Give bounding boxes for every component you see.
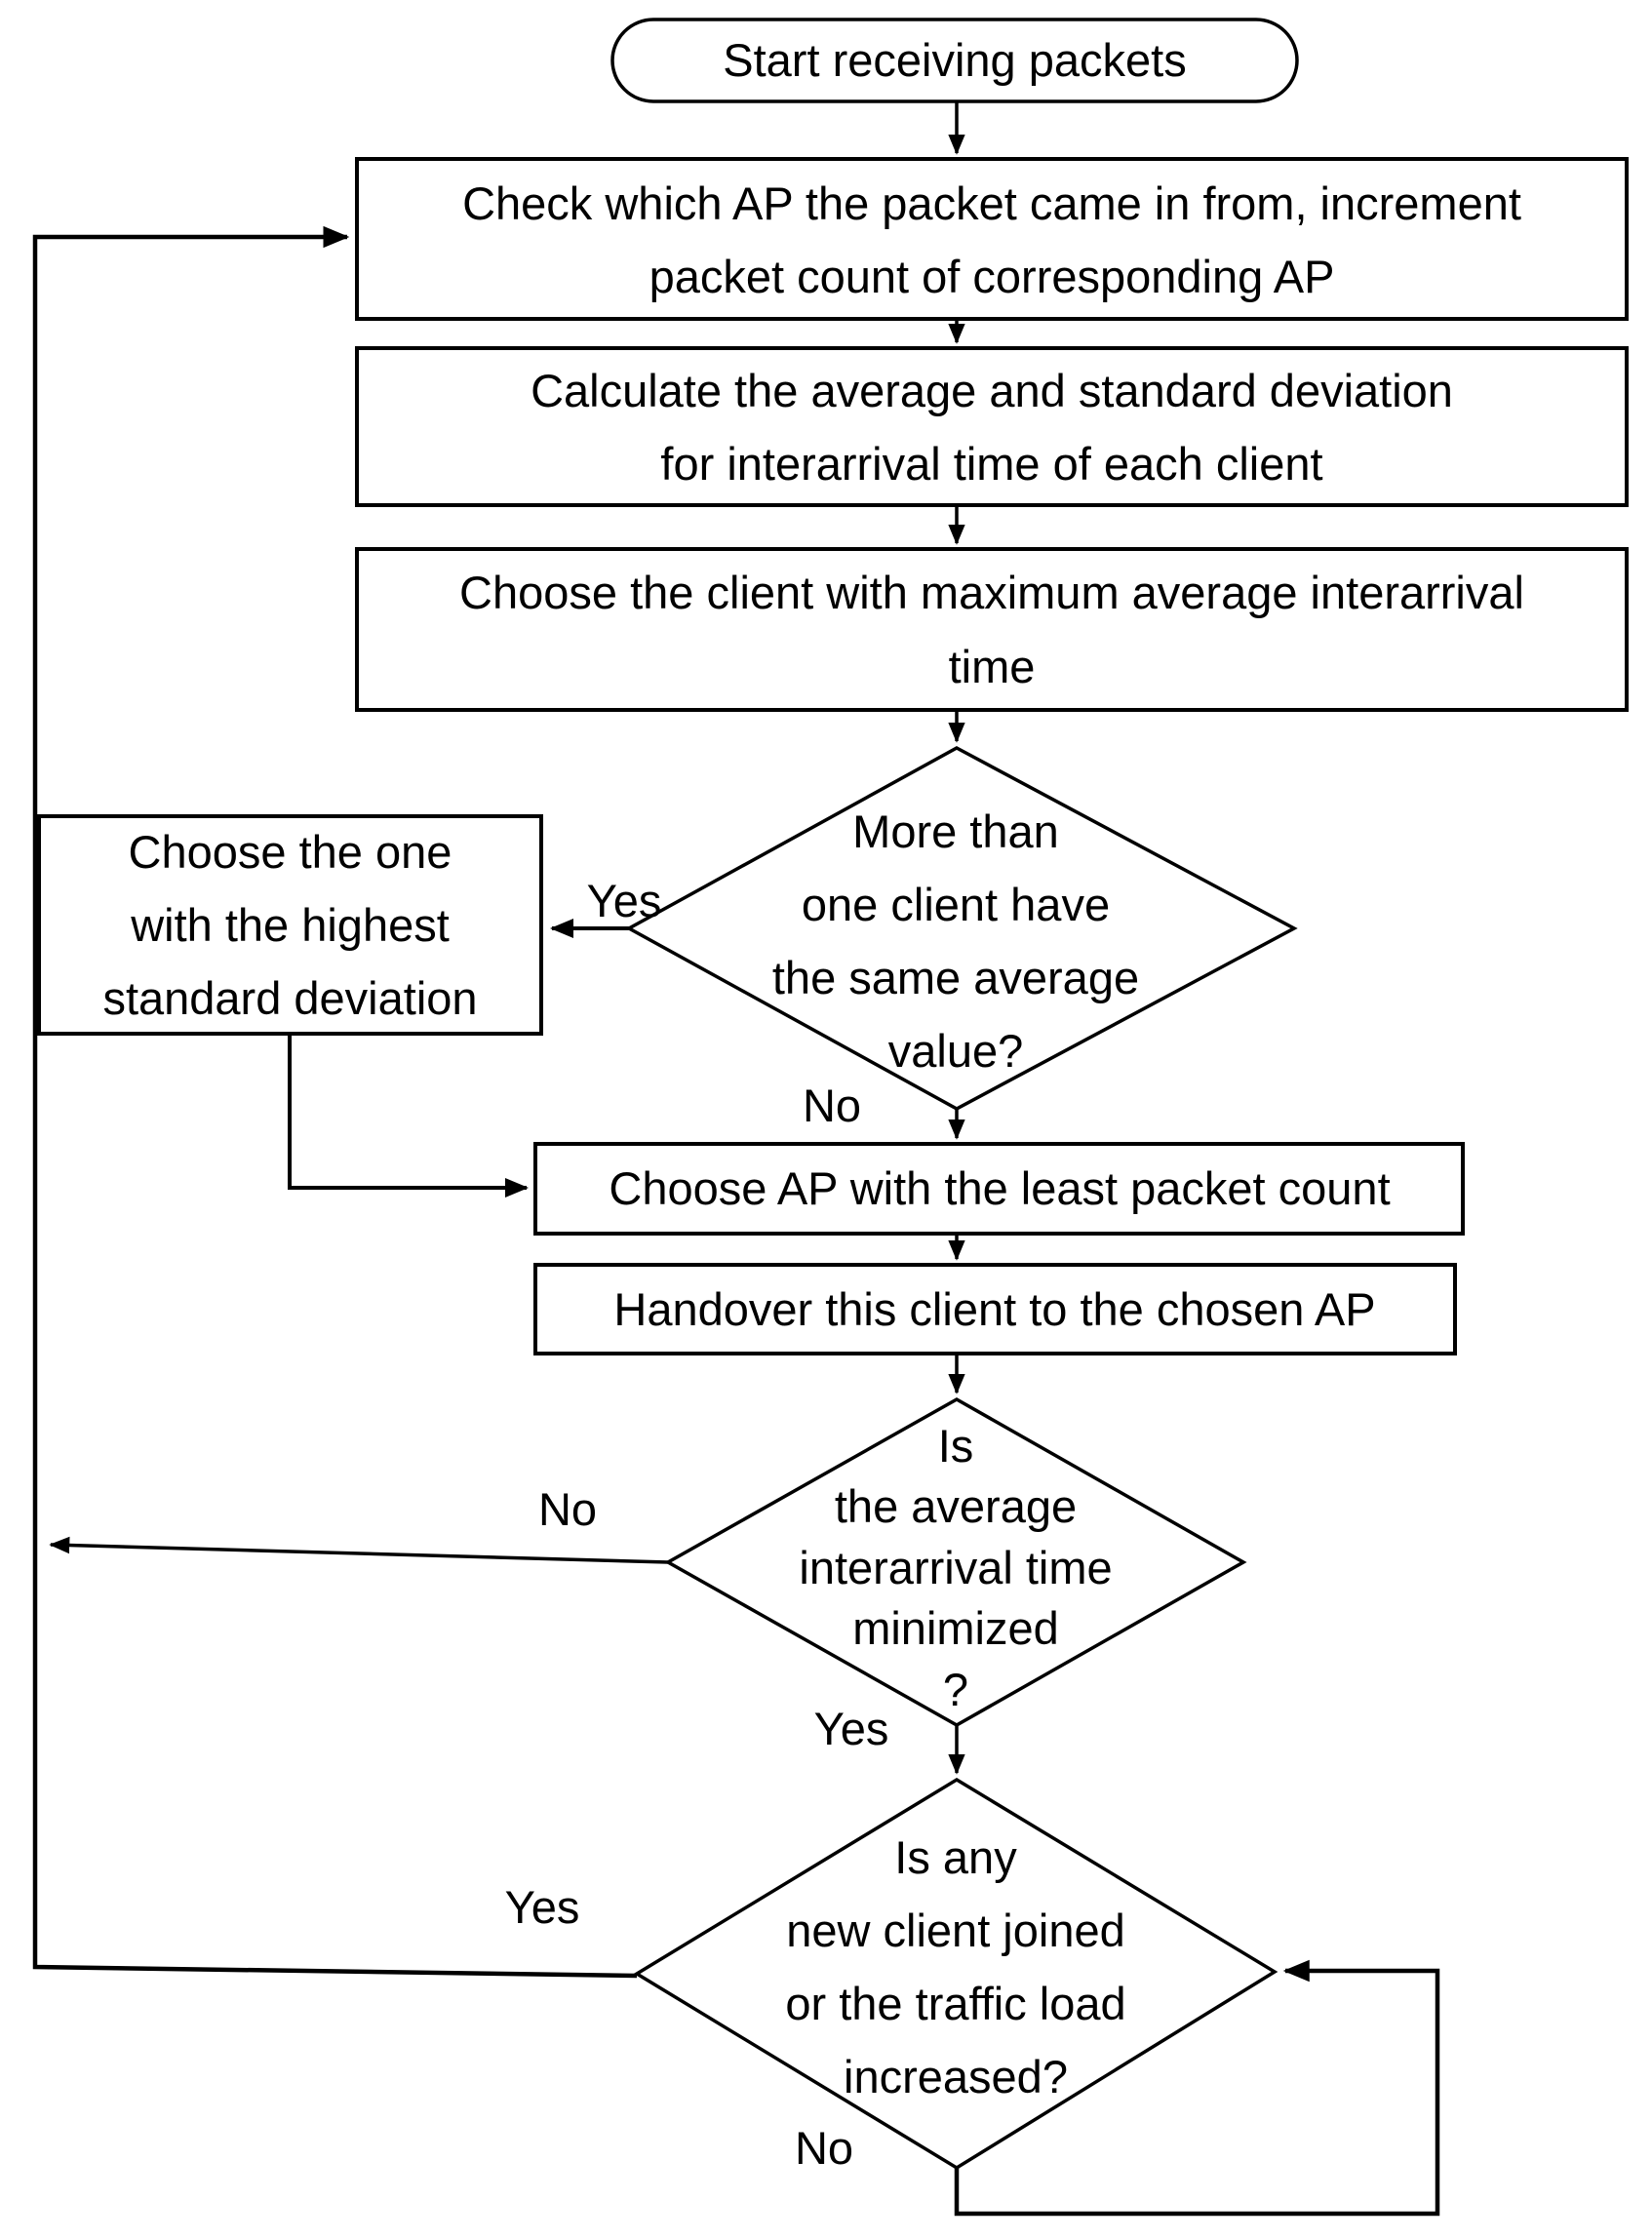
process-handover-label: Handover this client to the chosen AP bbox=[613, 1282, 1376, 1335]
arrow-minimized-no bbox=[49, 1536, 669, 1564]
label-new-client-yes: Yes bbox=[504, 1880, 580, 1933]
label-new-client-no: No bbox=[794, 2121, 854, 2174]
decision-minimized-label: Is the average interarrival time minimiz… bbox=[799, 1419, 1113, 1715]
process-check-ap-label: Check which AP the packet came in from, … bbox=[462, 177, 1521, 302]
label-same-average-yes: Yes bbox=[586, 874, 662, 926]
process-handover-shape bbox=[533, 1263, 1457, 1355]
process-least-packet-shape bbox=[533, 1142, 1465, 1236]
decision-same-average-label: More than one client have the same avera… bbox=[771, 805, 1140, 1078]
label-minimized-no: No bbox=[537, 1482, 598, 1535]
process-highest-std-label: Choose the one with the highest standard… bbox=[102, 825, 478, 1025]
process-least-packet-label: Choose AP with the least packet count bbox=[609, 1162, 1391, 1215]
decision-new-client-label: Is any new client joined or the traffic … bbox=[785, 1830, 1126, 2103]
process-choose-client-shape bbox=[355, 547, 1629, 712]
process-check-ap-shape bbox=[355, 157, 1629, 321]
label-minimized-yes: Yes bbox=[813, 1702, 889, 1754]
arrow-highest-std-to-least-packet bbox=[288, 1034, 529, 1198]
process-calc-stats-label: Calculate the average and standard devia… bbox=[531, 364, 1453, 490]
start-node-label: Start receiving packets bbox=[723, 34, 1187, 87]
arrow-new-client-no-loop bbox=[954, 1959, 1440, 2217]
process-choose-client-label: Choose the client with maximum average i… bbox=[459, 567, 1524, 692]
process-calc-stats-shape bbox=[355, 346, 1629, 507]
label-same-average-no: No bbox=[802, 1079, 862, 1131]
arrow-new-client-yes-loop bbox=[32, 225, 638, 1979]
start-node-shape bbox=[610, 18, 1299, 103]
